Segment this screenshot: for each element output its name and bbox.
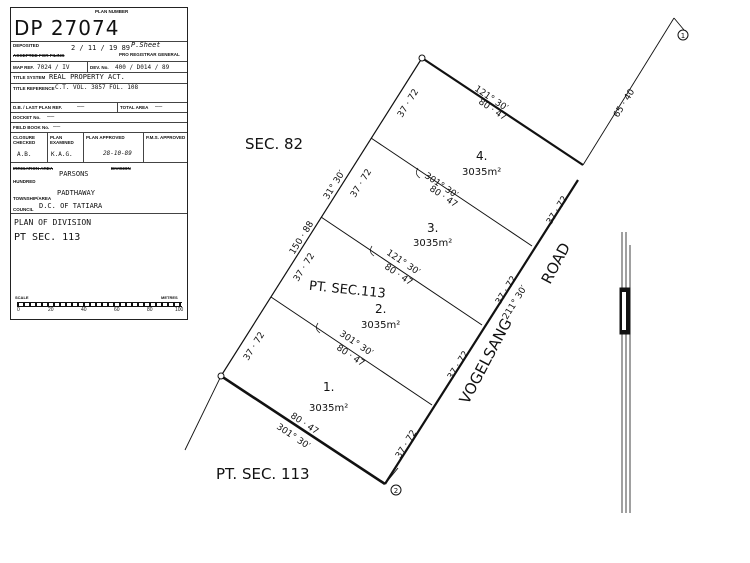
- accepted-label: ACCEPTED FOR FILING: [13, 53, 65, 58]
- road-corner-tie: [384, 467, 399, 485]
- pt-sec-title: PT SEC. 113: [14, 232, 81, 243]
- station-label-1: 1: [681, 32, 685, 40]
- council-value: D.C. OF TATIARA: [39, 202, 103, 210]
- angle-mark-lot3: [370, 245, 375, 257]
- station-marker-1: [677, 29, 689, 41]
- pms-label: P.M.S. APPROVED: [146, 135, 186, 140]
- road-frontage-boundary: [384, 179, 579, 485]
- scale-bar: SCALE METRES 0 20 40 60 80 100: [11, 295, 187, 319]
- metres-label: METRES: [161, 295, 178, 300]
- total-area-label: TOTAL AREA: [120, 105, 149, 110]
- dev-no-label: DEV. No.: [90, 65, 109, 70]
- scale-tick-20: 20: [48, 307, 54, 313]
- plan-approved-label: PLAN APPROVED: [86, 135, 125, 140]
- road-tie-corner: [673, 17, 685, 31]
- hundred-value: PARSONS: [59, 170, 89, 178]
- angle-mark-lot2: [316, 322, 321, 334]
- council-label: COUNCIL: [13, 207, 34, 212]
- dev-no: 400 / D014 / 89: [115, 64, 170, 71]
- division-label: DIVISION: [111, 166, 131, 171]
- deposited-label: DEPOSITED: [13, 43, 40, 48]
- title-reference-label: TITLE REFERENCE: [13, 86, 55, 91]
- title-system: REAL PROPERTY ACT.: [49, 73, 125, 81]
- west-boundary-extension: [184, 375, 222, 451]
- lot-line-4-3: [370, 137, 533, 247]
- north-arrow-icon: [619, 232, 631, 513]
- angle-mark-lot4: [416, 167, 421, 179]
- station-marker-2: [390, 484, 402, 496]
- lot-3-number: 3.: [427, 221, 438, 235]
- hundred-label: HUNDRED: [13, 179, 36, 184]
- north-boundary: [421, 57, 584, 166]
- lot-3-area: 3035m²: [413, 238, 452, 249]
- lot-4-number: 4.: [476, 149, 487, 163]
- dim-east-lot1: 37 · 72: [394, 429, 419, 461]
- db-label: D.B. / LAST PLAN REF.: [13, 105, 63, 110]
- sec-82-label: SEC. 82: [245, 135, 303, 153]
- scale-tick-60: 60: [114, 307, 120, 313]
- map-ref: 7024 / IV: [37, 64, 70, 71]
- scale-tick-0: 0: [17, 307, 20, 313]
- closure-value: A.B.: [17, 151, 32, 158]
- corner-peg-north: [418, 54, 426, 62]
- lot-line-3-2: [320, 216, 483, 326]
- title-reference: C.T. VOL. 3857 FOL. 108: [55, 84, 139, 91]
- map-ref-label: MAP REF.: [13, 65, 34, 70]
- title-system-label: TITLE SYSTEM: [13, 75, 46, 80]
- scale-tick-100: 100: [175, 307, 184, 313]
- registrar-signature: P.Sheet: [131, 41, 161, 49]
- plan-examined-value: K.A.G.: [51, 151, 73, 158]
- station-label-2: 2: [394, 487, 398, 495]
- pt-sec-113-bottom-label: PT. SEC. 113: [216, 465, 310, 483]
- dist-150-88: 150 · 88: [288, 219, 316, 256]
- scale-label: SCALE: [15, 295, 29, 300]
- lot-4-area: 3035m²: [462, 167, 501, 178]
- plan-examined-label: PLAN EXAMINED: [50, 135, 74, 145]
- plan-of-division: PLAN OF DIVISION: [14, 218, 92, 227]
- scale-tick-40: 40: [81, 307, 87, 313]
- accepted-date: 2 / 11 / 19 89: [71, 44, 131, 52]
- docket-label: DOCKET No.: [13, 115, 41, 120]
- lot-line-2-1: [270, 296, 433, 406]
- plan-number-label: PLAN NUMBER: [95, 9, 129, 14]
- road-name-road: ROAD: [538, 240, 574, 287]
- field-book-value: ——: [53, 123, 61, 130]
- lot-1-number: 1.: [323, 380, 334, 394]
- dist-65-40: 65 · 40: [612, 87, 637, 119]
- irrigation-label: IRRIGATION AREA: [13, 166, 53, 171]
- dim-west-lot3: 37 · 72: [349, 168, 374, 200]
- scale-tick-80: 80: [147, 307, 153, 313]
- south-boundary: [220, 374, 386, 486]
- docket-value: ——: [47, 113, 55, 120]
- pt-sec-113-centre-label: PT. SEC.113: [308, 279, 386, 302]
- township-value: PADTHAWAY: [57, 189, 95, 197]
- corner-peg-west: [217, 372, 225, 380]
- lot-2-number: 2.: [375, 302, 386, 316]
- db-value: ——: [77, 103, 85, 110]
- township-label: TOWNSHIP/AREA: [13, 196, 52, 201]
- dim-east-lot4: 37 · 72: [545, 195, 570, 227]
- title-block: PLAN NUMBER DP 27074 DEPOSITED ACCEPTED …: [10, 7, 188, 320]
- plan-number: DP 27074: [14, 16, 120, 40]
- lot-1-area: 3035m²: [309, 403, 348, 414]
- road-tie-line: [582, 17, 675, 166]
- closure-label: CLOSURE CHECKED: [13, 135, 36, 145]
- field-book-label: FIELD BOOK No.: [13, 125, 50, 130]
- plan-approved-value: 28-10-89: [103, 150, 132, 157]
- dim-west-lot1: 37 · 72: [242, 331, 267, 363]
- registrar-label: PRO REGISTRAR GENERAL: [119, 52, 180, 57]
- total-area-value: ——: [155, 103, 163, 110]
- lot-2-area: 3035m²: [361, 320, 400, 331]
